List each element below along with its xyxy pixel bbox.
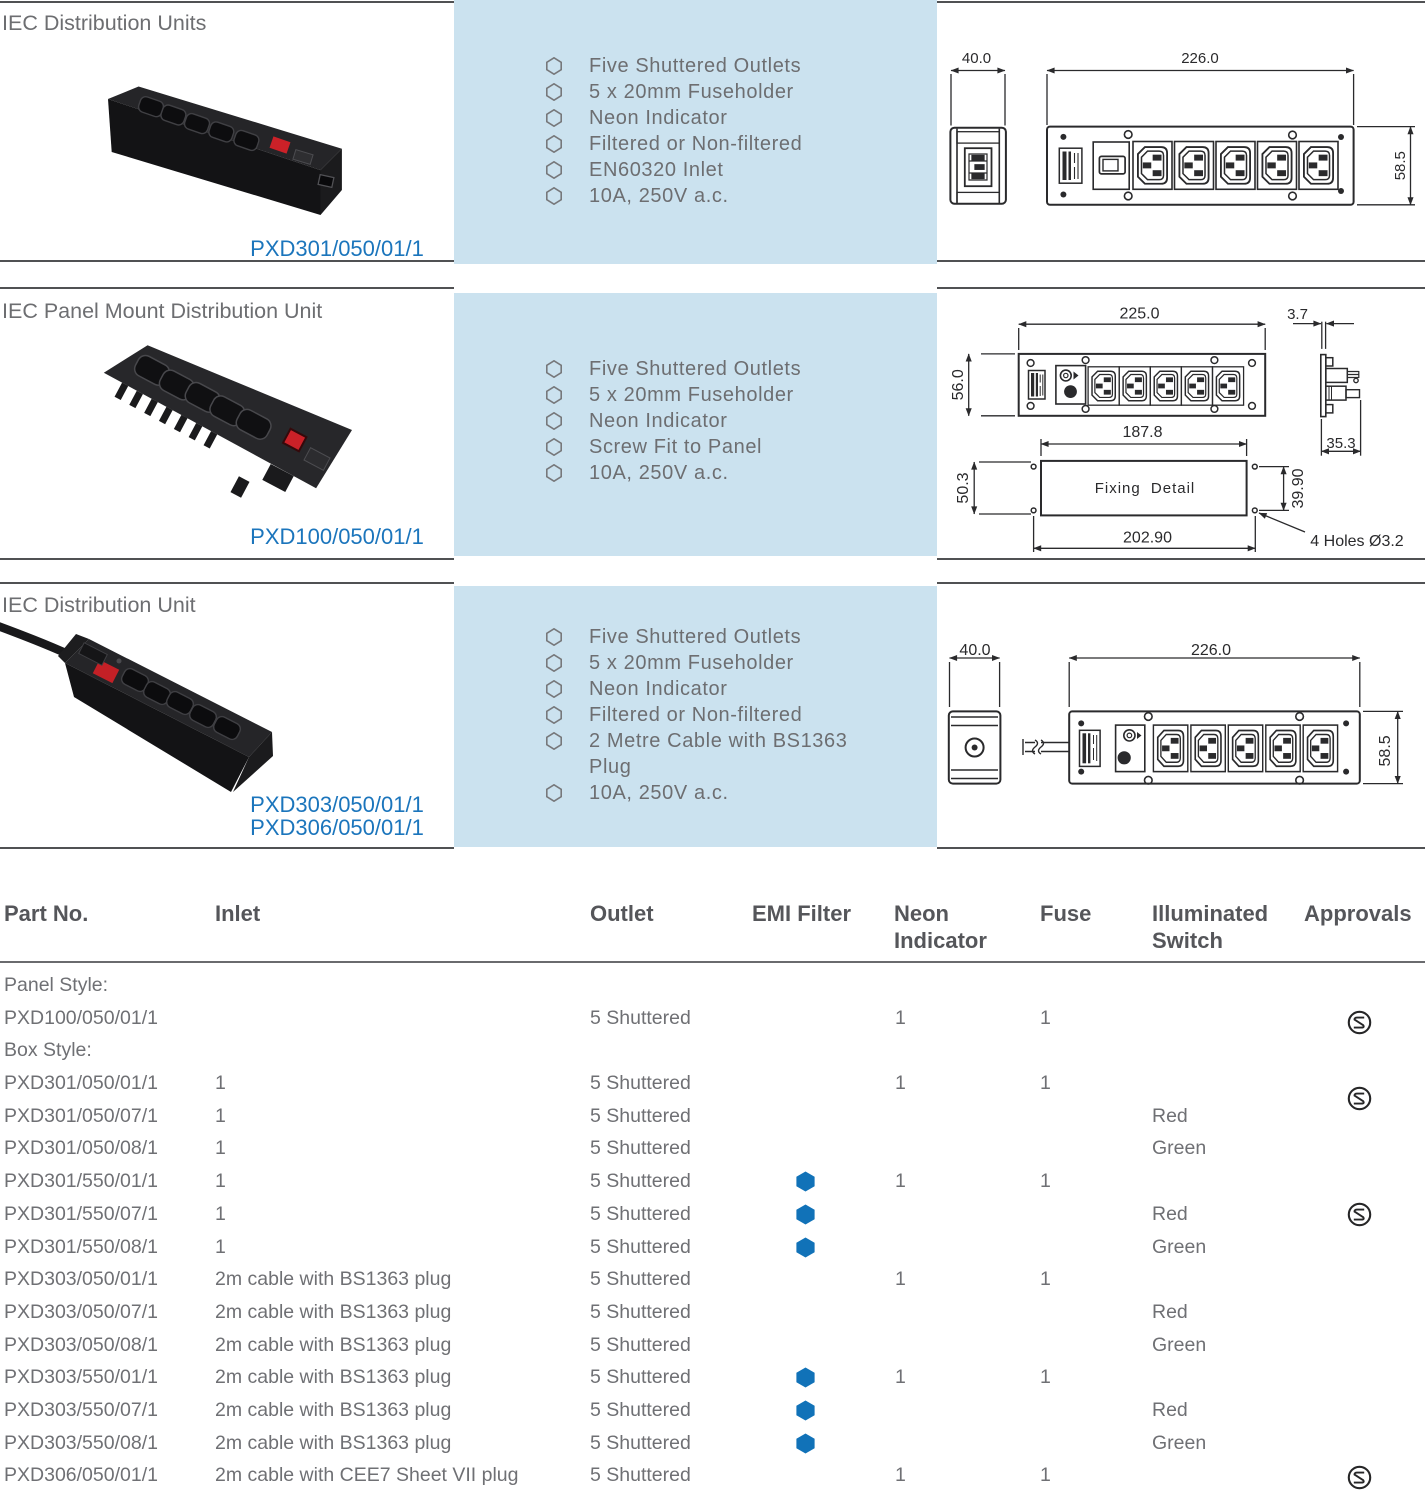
svg-text:56.0: 56.0 bbox=[950, 369, 967, 400]
svg-text:202.90: 202.90 bbox=[1123, 530, 1172, 547]
svg-text:Fixing Detail: Fixing Detail bbox=[1095, 480, 1196, 497]
svg-text:58.5: 58.5 bbox=[1377, 735, 1394, 766]
svg-text:187.8: 187.8 bbox=[1122, 424, 1162, 441]
svg-text:226.0: 226.0 bbox=[1181, 50, 1219, 67]
svg-text:40.0: 40.0 bbox=[959, 642, 990, 659]
svg-text:225.0: 225.0 bbox=[1119, 306, 1159, 323]
svg-text:50.3: 50.3 bbox=[955, 472, 972, 503]
svg-text:58.5: 58.5 bbox=[1392, 151, 1409, 180]
svg-text:4 Holes Ø3.2: 4 Holes Ø3.2 bbox=[1310, 533, 1403, 550]
svg-text:35.3: 35.3 bbox=[1326, 435, 1355, 452]
svg-text:3.7: 3.7 bbox=[1287, 306, 1308, 323]
svg-text:39.90: 39.90 bbox=[1290, 468, 1307, 508]
svg-text:226.0: 226.0 bbox=[1191, 642, 1231, 659]
svg-text:40.0: 40.0 bbox=[962, 50, 991, 67]
